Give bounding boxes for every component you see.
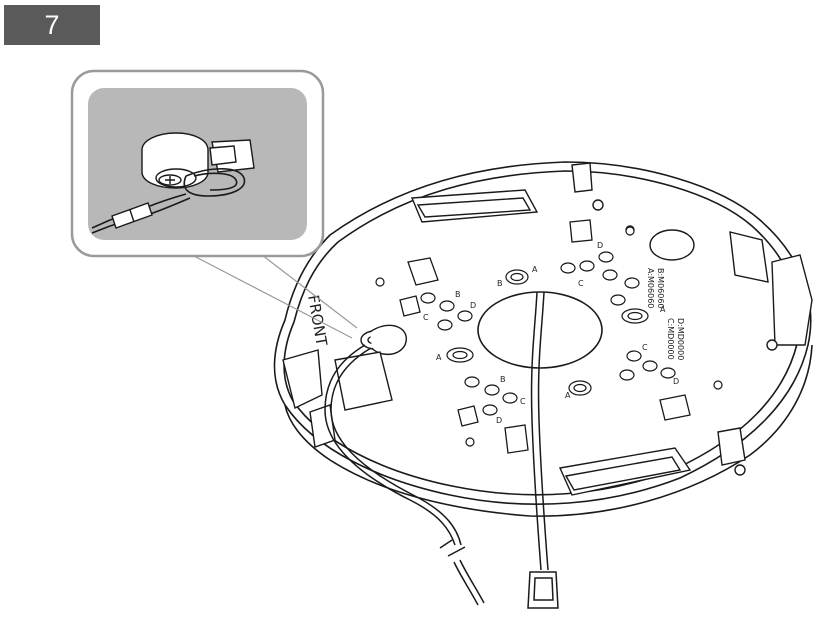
label-b-left: B	[455, 290, 461, 299]
label-c-right: C	[642, 343, 648, 352]
hole-text-4: D:MD0000	[676, 318, 685, 360]
top-cable-slot	[410, 189, 539, 223]
mounting-holes	[375, 226, 723, 447]
right-latch	[729, 231, 813, 351]
label-a-top: A	[532, 265, 538, 274]
hole-spec-texts: A:M06060 B:M06060 C:MD0000 D:MD0000	[646, 268, 685, 360]
label-a-bottom: A	[565, 391, 571, 400]
label-d-top: D	[597, 241, 603, 250]
label-d-bottom: D	[496, 416, 502, 425]
inset-crimp-sleeve	[111, 202, 153, 229]
lan-cable-icon	[530, 291, 549, 571]
cable-clips	[399, 219, 691, 454]
step-number: 7	[44, 9, 60, 40]
hole-text-1: A:M06060	[646, 268, 655, 308]
rj45-connector-icon	[527, 571, 559, 609]
step-number-badge: 7	[4, 5, 100, 45]
ground-screw-icon	[360, 324, 407, 356]
hole-text-3: C:MD0000	[666, 318, 675, 360]
left-bracket	[282, 349, 393, 448]
label-a-left: A	[436, 353, 442, 362]
label-b-top: B	[497, 279, 503, 288]
hole-text-2: B:M06060	[656, 268, 665, 309]
round-boss	[649, 229, 695, 261]
ground-wire-icon	[324, 344, 485, 606]
label-b-bottom: B	[500, 375, 506, 384]
label-a-right: A	[660, 305, 666, 314]
callout-lines	[191, 254, 358, 339]
label-c-left: C	[423, 313, 429, 322]
bottom-right-latch	[717, 427, 746, 476]
bottom-cable-slot	[558, 447, 692, 496]
label-d-left: D	[470, 301, 476, 310]
detail-inset	[70, 69, 325, 258]
label-d-right: D	[673, 377, 679, 386]
label-c-bottom: C	[520, 397, 526, 406]
label-c-top: C	[578, 279, 584, 288]
hole-letter-labels: A B C D A B C D A B C D A C D	[423, 241, 679, 425]
